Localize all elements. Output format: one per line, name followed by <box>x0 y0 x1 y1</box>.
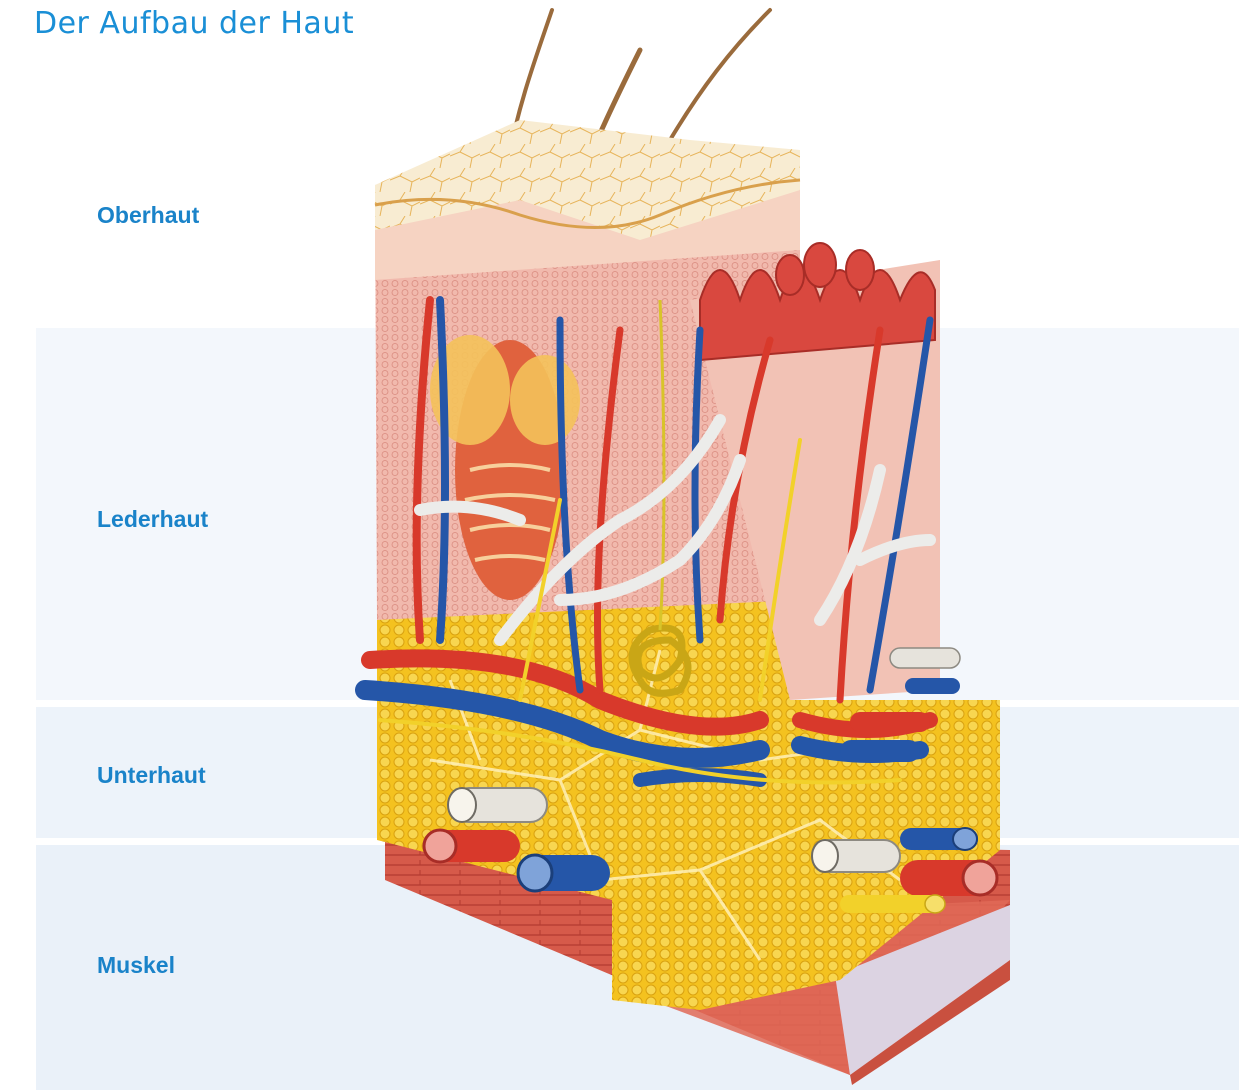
skin-cross-section-illustration <box>0 0 1239 1090</box>
